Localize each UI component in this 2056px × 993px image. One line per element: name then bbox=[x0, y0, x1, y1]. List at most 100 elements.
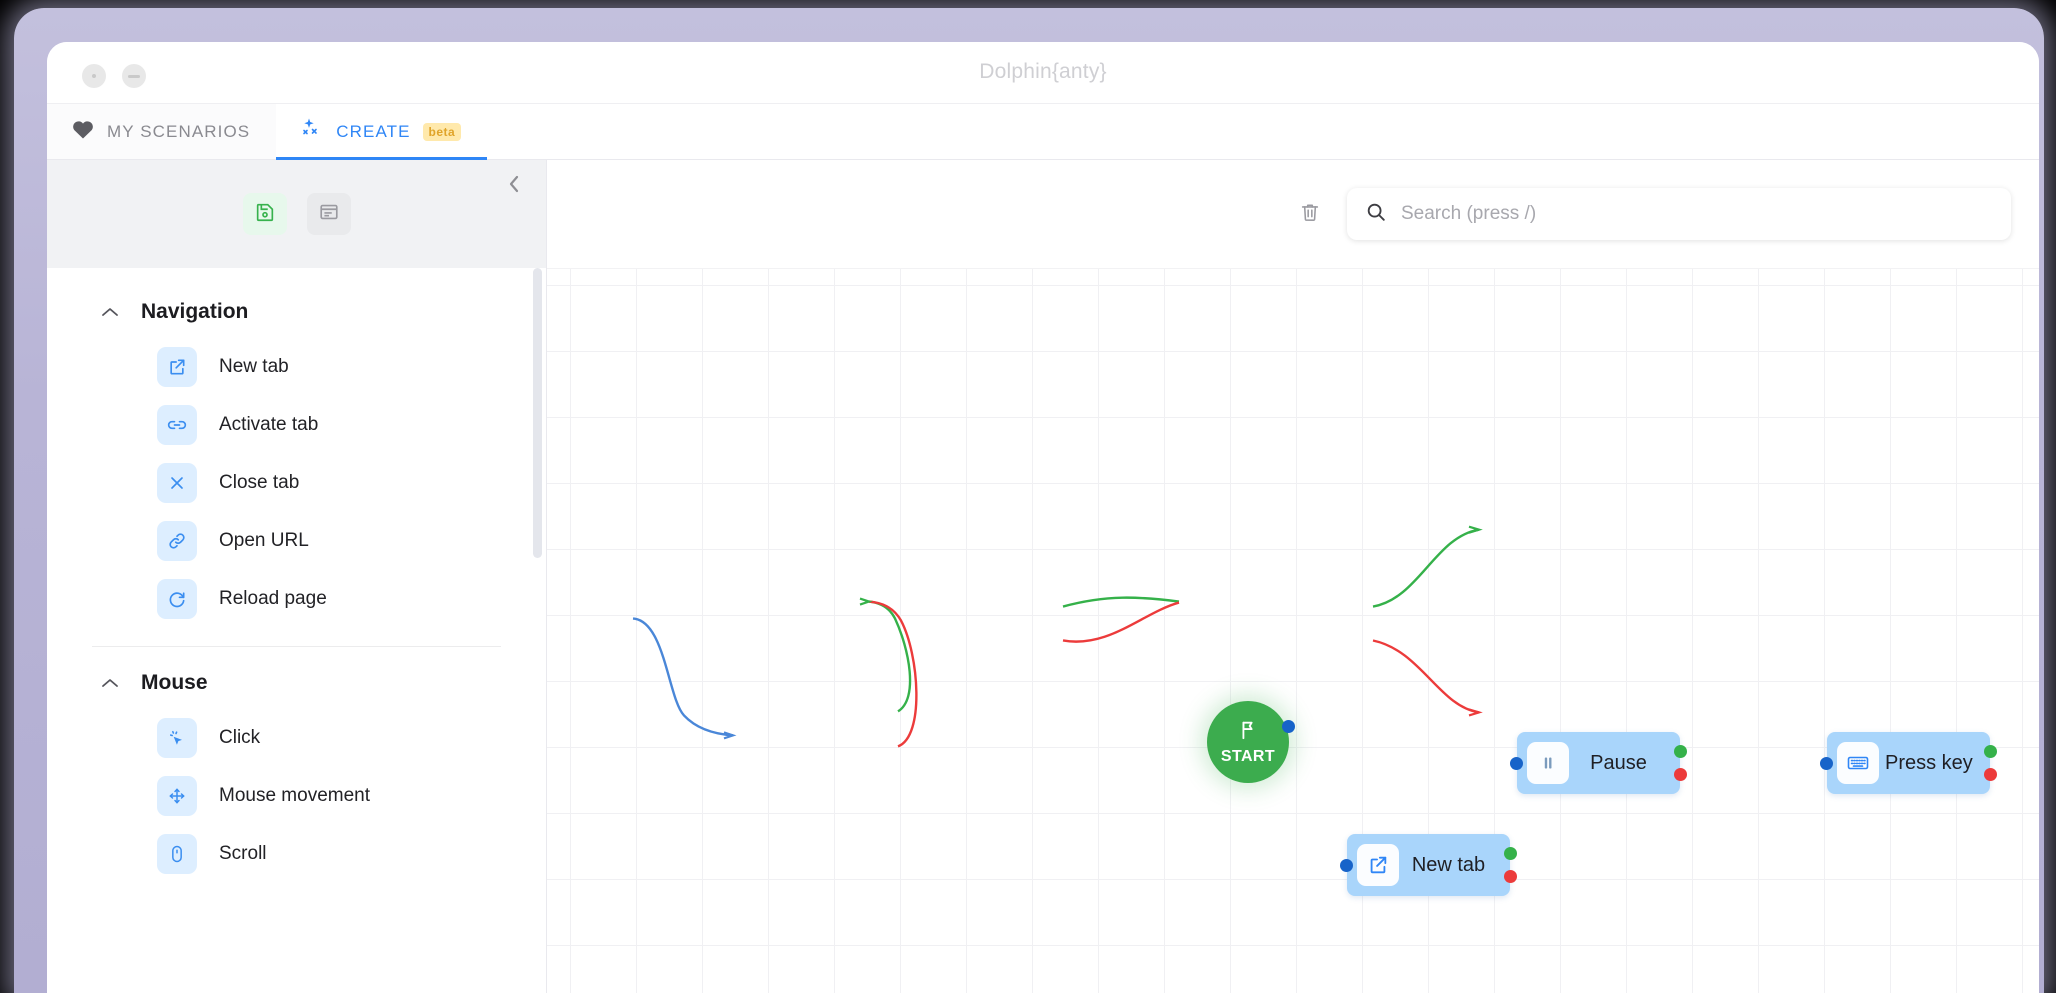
close-icon bbox=[92, 74, 96, 78]
cursor-click-icon bbox=[157, 718, 197, 758]
action-mouse-movement[interactable]: Mouse movement bbox=[47, 767, 546, 825]
arrowhead-icon bbox=[1468, 525, 1483, 534]
scenario-graph-canvas[interactable]: START New tab bbox=[547, 268, 2039, 993]
node-new-tab-1-error-port[interactable] bbox=[1504, 870, 1517, 883]
group-title-navigation: Navigation bbox=[141, 300, 249, 323]
tab-strip: MY SCENARIOS CREATE beta bbox=[47, 104, 2039, 160]
action-reload-page[interactable]: Reload page bbox=[47, 570, 546, 628]
sidebar-divider bbox=[92, 646, 501, 647]
action-open-url[interactable]: Open URL bbox=[47, 512, 546, 570]
node-press-key-input-port[interactable] bbox=[1820, 757, 1833, 770]
search-input[interactable] bbox=[1401, 203, 1993, 225]
action-close-tab-label: Close tab bbox=[219, 472, 300, 493]
collapse-panel-button[interactable] bbox=[500, 172, 528, 200]
graph-edges bbox=[632, 525, 1483, 748]
window-minimize-button[interactable] bbox=[122, 64, 146, 88]
arrowhead-icon bbox=[723, 731, 737, 740]
app-window: Dolphin{anty} MY SCENARIOS bbox=[47, 42, 2039, 993]
node-start-label: START bbox=[1220, 747, 1276, 765]
action-open-url-label: Open URL bbox=[219, 530, 309, 551]
group-title-mouse: Mouse bbox=[141, 671, 208, 694]
node-press-key-label: Press key bbox=[1885, 751, 1973, 774]
group-header-navigation[interactable]: Navigation bbox=[47, 276, 546, 338]
minimize-icon bbox=[128, 74, 140, 78]
node-pause-error-port[interactable] bbox=[1674, 768, 1687, 781]
canvas-toolbar bbox=[547, 160, 2039, 268]
tab-my-scenarios[interactable]: MY SCENARIOS bbox=[47, 104, 277, 159]
save-scenario-button[interactable] bbox=[242, 193, 287, 235]
action-close-tab[interactable]: Close tab bbox=[47, 454, 546, 512]
sidebar-scrollbar[interactable] bbox=[533, 268, 542, 558]
heart-icon bbox=[71, 118, 95, 145]
external-link-icon bbox=[157, 347, 197, 387]
action-mouse-movement-label: Mouse movement bbox=[219, 785, 371, 806]
beta-badge: beta bbox=[422, 122, 462, 141]
node-new-tab-1[interactable]: New tab bbox=[1340, 834, 1517, 896]
node-pause[interactable]: Pause bbox=[1510, 732, 1687, 794]
sidebar-scroll-area[interactable]: Navigation New tab bbox=[47, 268, 546, 993]
edge-new-tab-error-to-pause bbox=[868, 600, 918, 748]
notes-document-icon bbox=[318, 201, 340, 228]
link-horizontal-icon bbox=[157, 405, 197, 445]
trash-icon bbox=[1299, 200, 1321, 229]
node-press-key-success-port[interactable] bbox=[1984, 745, 1997, 758]
tab-my-scenarios-label: MY SCENARIOS bbox=[107, 121, 251, 141]
edge-press-key-ok-to-new-tab bbox=[1372, 528, 1480, 608]
chevron-up-icon bbox=[101, 674, 119, 692]
node-start-output-port[interactable] bbox=[1282, 720, 1295, 733]
action-activate-tab-label: Activate tab bbox=[219, 414, 319, 435]
node-start[interactable]: START bbox=[1207, 701, 1295, 783]
node-pause-input-port[interactable] bbox=[1510, 757, 1523, 770]
save-floppy-icon bbox=[254, 201, 276, 228]
app-body: Navigation New tab bbox=[47, 160, 2039, 993]
node-press-key[interactable]: Press key bbox=[1820, 732, 1997, 794]
delete-selected-button[interactable] bbox=[1293, 197, 1327, 231]
tab-create[interactable]: CREATE beta bbox=[276, 104, 488, 160]
node-new-tab-1-label: New tab bbox=[1411, 853, 1486, 876]
node-pause-success-port[interactable] bbox=[1674, 745, 1687, 758]
title-bar: Dolphin{anty} bbox=[47, 42, 2039, 104]
window-title: Dolphin{anty} bbox=[979, 60, 1107, 83]
node-new-tab-1-input-port[interactable] bbox=[1340, 859, 1353, 872]
action-activate-tab[interactable]: Activate tab bbox=[47, 396, 546, 454]
action-scroll[interactable]: Scroll bbox=[47, 825, 546, 883]
action-reload-page-label: Reload page bbox=[219, 588, 327, 609]
edge-start-to-new-tab bbox=[632, 617, 734, 737]
keyboard-icon bbox=[1837, 742, 1879, 784]
close-x-icon bbox=[157, 463, 197, 503]
search-icon bbox=[1365, 201, 1387, 228]
action-new-tab-label: New tab bbox=[219, 356, 289, 377]
chain-link-icon bbox=[157, 521, 197, 561]
chevron-left-icon bbox=[505, 173, 523, 200]
window-outer-frame: Dolphin{anty} MY SCENARIOS bbox=[14, 8, 2044, 993]
pause-icon bbox=[1527, 742, 1569, 784]
move-arrows-icon bbox=[157, 776, 197, 816]
scroll-icon bbox=[157, 834, 197, 874]
group-header-mouse[interactable]: Mouse bbox=[47, 647, 546, 709]
edge-new-tab-ok-to-pause bbox=[868, 600, 912, 713]
node-press-key-error-port[interactable] bbox=[1984, 768, 1997, 781]
sidebar-toolbar bbox=[47, 160, 546, 268]
edge-press-key-error-to-close-tab bbox=[1372, 639, 1480, 714]
flag-icon bbox=[1237, 719, 1259, 746]
action-click-label: Click bbox=[219, 727, 261, 748]
node-new-tab-1-success-port[interactable] bbox=[1504, 847, 1517, 860]
arrowhead-icon bbox=[1468, 708, 1483, 717]
canvas-region: START New tab bbox=[547, 160, 2039, 993]
arrowhead-icon bbox=[859, 597, 873, 606]
scenario-notes-button[interactable] bbox=[306, 193, 351, 235]
action-click[interactable]: Click bbox=[47, 709, 546, 767]
action-scroll-label: Scroll bbox=[219, 843, 267, 864]
chevron-up-icon bbox=[101, 303, 119, 321]
external-link-icon bbox=[1357, 844, 1399, 886]
search-box[interactable] bbox=[1347, 188, 2011, 240]
edge-pause-error-to-press-key bbox=[1062, 601, 1180, 643]
node-pause-label: Pause bbox=[1590, 751, 1647, 774]
sparkle-cursor-icon bbox=[300, 117, 324, 146]
action-new-tab[interactable]: New tab bbox=[47, 338, 546, 396]
tab-create-label: CREATE bbox=[336, 121, 411, 141]
edge-pause-ok-to-press-key bbox=[1062, 596, 1180, 608]
reload-icon bbox=[157, 579, 197, 619]
window-close-button[interactable] bbox=[82, 64, 106, 88]
